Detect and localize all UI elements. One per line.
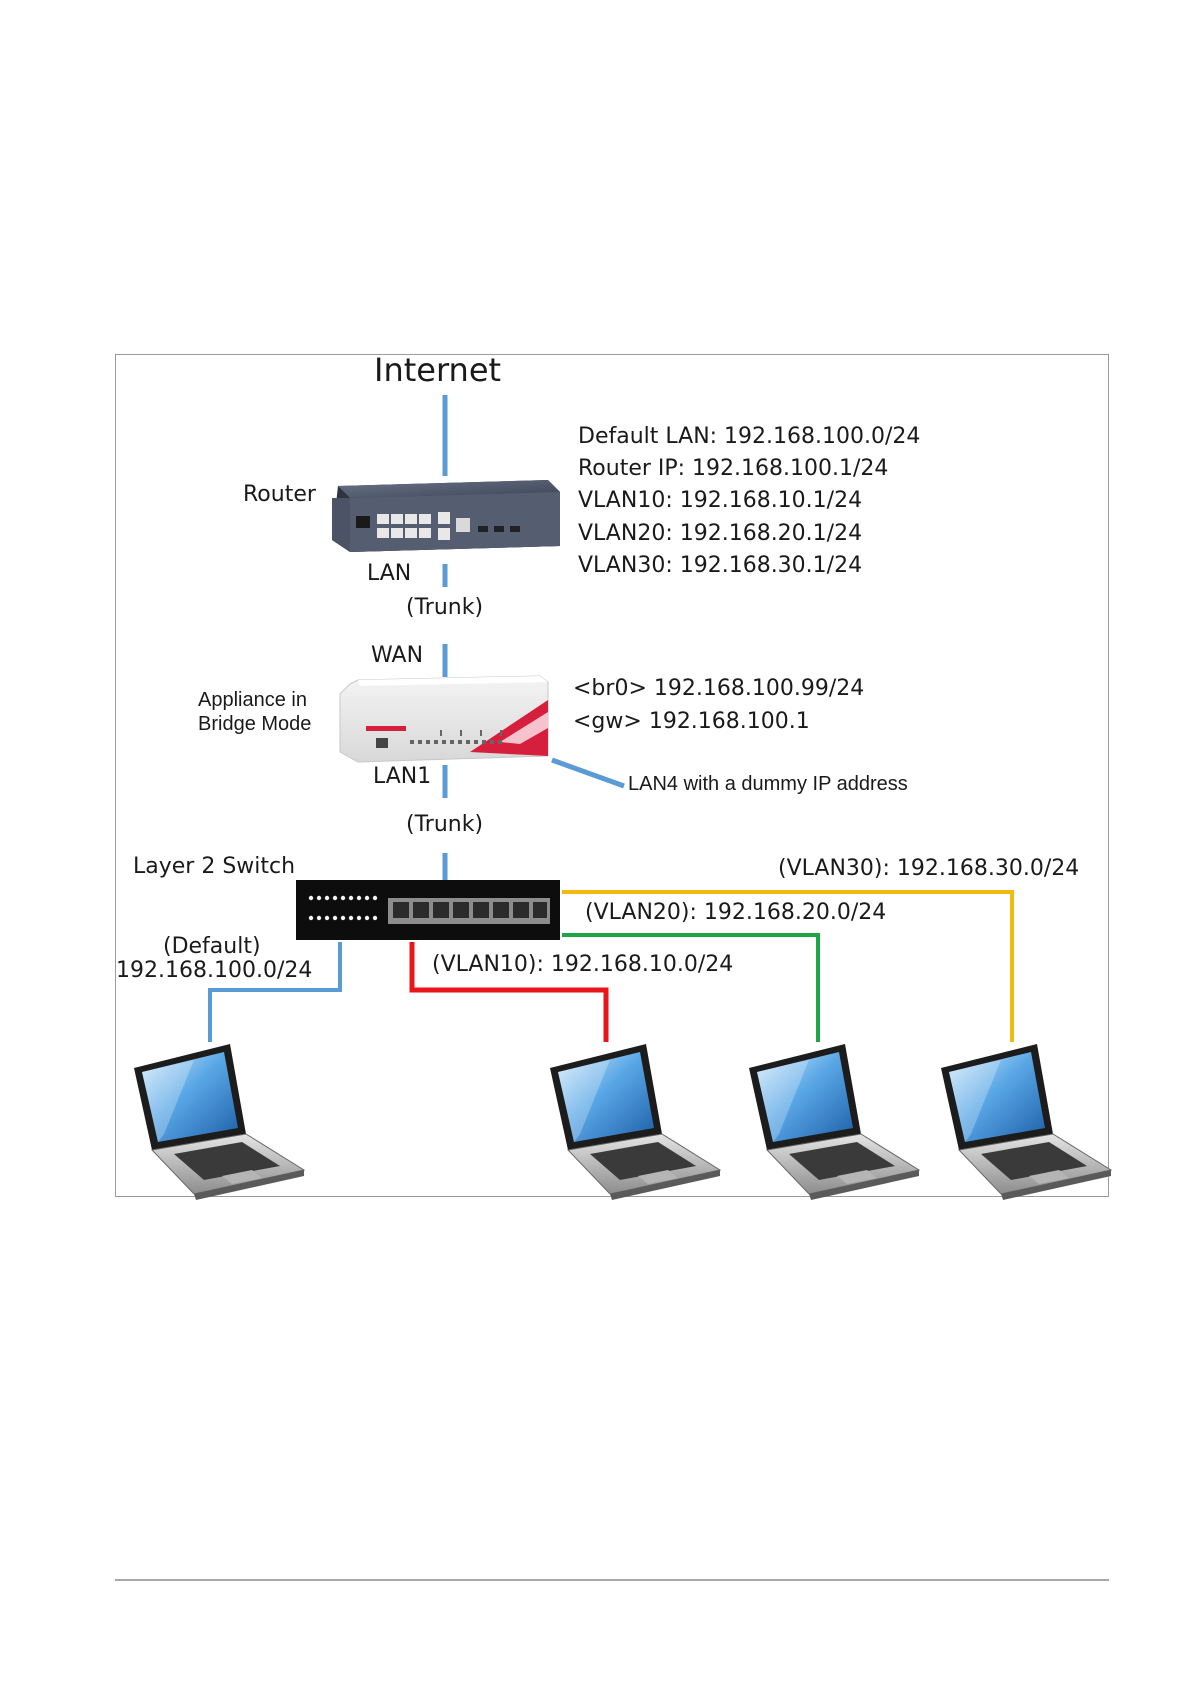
- appliance-wan-label: WAN: [371, 643, 424, 668]
- footer-divider: [115, 1579, 1109, 1581]
- appliance-label-line2: Bridge Mode: [198, 713, 312, 735]
- router-config-router-ip: Router IP: 192.168.100.1/24: [578, 456, 889, 481]
- laptop-icon: [549, 1043, 721, 1201]
- default-network-label-line2: 192.168.100.0/24: [116, 958, 313, 983]
- router-config-vlan20: VLAN20: 192.168.20.1/24: [578, 521, 863, 546]
- router-config-default-lan: Default LAN: 192.168.100.0/24: [578, 424, 921, 449]
- internet-label: Internet: [374, 351, 502, 389]
- router-config-vlan30: VLAN30: 192.168.30.1/24: [578, 553, 863, 578]
- upper-trunk-label: (Trunk): [406, 595, 484, 620]
- appliance-gateway-address: <gw> 192.168.100.1: [573, 709, 810, 734]
- appliance-label-line1: Appliance in: [198, 689, 307, 711]
- default-network-label-line1: (Default): [163, 934, 261, 959]
- vlan10-link: [409, 942, 609, 1042]
- laptop-icon: [748, 1043, 920, 1201]
- lower-trunk-label: (Trunk): [406, 812, 484, 837]
- vlan30-subnet-label: (VLAN30): 192.168.30.0/24: [778, 856, 1080, 881]
- lan4-note: LAN4 with a dummy IP address: [628, 773, 908, 795]
- vlan10-subnet-label: (VLAN10): 192.168.10.0/24: [432, 952, 734, 977]
- laptop-icon: [940, 1043, 1112, 1201]
- layer2-switch-icon: [296, 880, 560, 940]
- vlan20-subnet-label: (VLAN20): 192.168.20.0/24: [585, 900, 887, 925]
- lan4-dummy-link: [551, 757, 625, 789]
- router-config-vlan10: VLAN10: 192.168.10.1/24: [578, 488, 863, 513]
- appliance-br0-address: <br0> 192.168.100.99/24: [573, 676, 865, 701]
- router-label: Router: [243, 482, 316, 507]
- appliance-lan1-label: LAN1: [373, 764, 432, 789]
- default-network-link: [208, 942, 342, 1042]
- laptop-icon: [133, 1043, 305, 1201]
- router-device-icon: [332, 480, 560, 552]
- firewall-appliance-icon: [339, 675, 549, 763]
- vlan20-link: [562, 933, 820, 1042]
- router-lan-label: LAN: [367, 561, 412, 586]
- vlan30-link: [562, 890, 1014, 1042]
- switch-label: Layer 2 Switch: [133, 854, 296, 879]
